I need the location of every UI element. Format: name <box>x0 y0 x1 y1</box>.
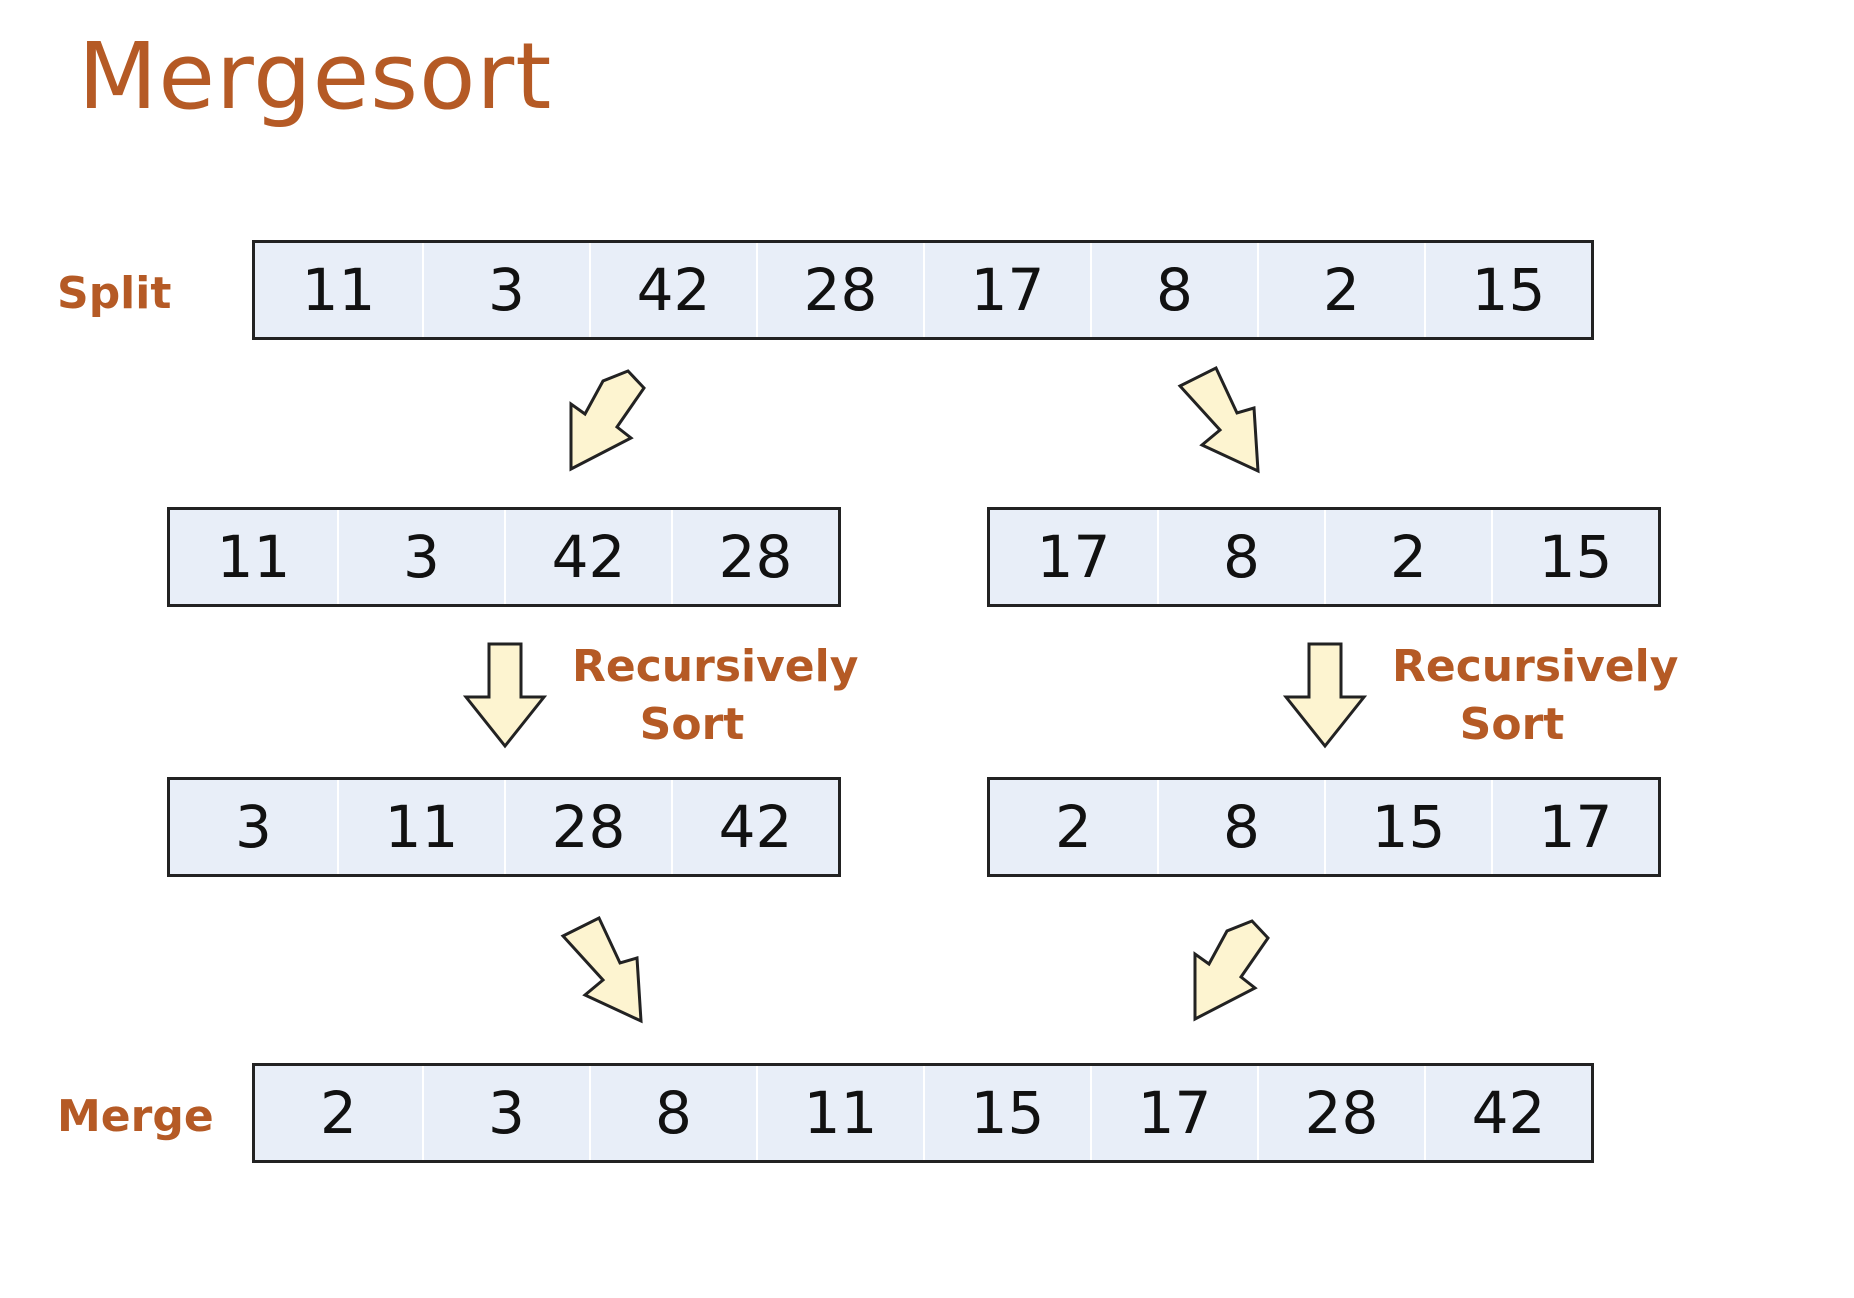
array-cell: 8 <box>589 1066 756 1160</box>
arrow-down-left-icon <box>1193 919 1270 1022</box>
array-cell: 42 <box>671 780 838 874</box>
array-cell: 42 <box>504 510 671 604</box>
merged-array: 2 3 8 11 15 17 28 42 <box>252 1063 1594 1163</box>
array-cell: 15 <box>1424 243 1591 337</box>
array-cell: 2 <box>320 1079 357 1147</box>
array-cell: 8 <box>1090 243 1257 337</box>
array-cell: 28 <box>671 510 838 604</box>
array-cell: 28 <box>504 780 671 874</box>
sort-label-left: Sort <box>639 699 745 750</box>
arrow-down-right-icon <box>560 915 643 1024</box>
array-cell: 17 <box>1036 523 1111 591</box>
input-array: 11 3 42 28 17 8 2 15 <box>252 240 1594 340</box>
array-cell: 11 <box>756 1066 923 1160</box>
array-cell: 3 <box>235 793 272 861</box>
recursively-label-right: Recursively <box>1392 641 1679 692</box>
array-cell: 42 <box>1424 1066 1591 1160</box>
array-cell: 2 <box>1324 510 1491 604</box>
page-title: Mergesort <box>78 23 553 130</box>
split-label: Split <box>57 268 172 319</box>
array-cell: 17 <box>1491 780 1658 874</box>
sort-label-right: Sort <box>1459 699 1565 750</box>
array-cell: 28 <box>756 243 923 337</box>
arrow-down-icon <box>462 642 548 749</box>
arrow-down-icon <box>1282 642 1368 749</box>
array-cell: 8 <box>1157 510 1324 604</box>
array-cell: 28 <box>1257 1066 1424 1160</box>
array-cell: 15 <box>1491 510 1658 604</box>
array-cell: 3 <box>337 510 504 604</box>
array-cell: 15 <box>923 1066 1090 1160</box>
array-cell: 11 <box>301 256 376 324</box>
right-sorted-array: 2 8 15 17 <box>987 777 1661 877</box>
right-half-array: 17 8 2 15 <box>987 507 1661 607</box>
array-cell: 3 <box>422 243 589 337</box>
array-cell: 3 <box>422 1066 589 1160</box>
array-cell: 2 <box>1257 243 1424 337</box>
arrow-down-left-icon <box>569 369 646 472</box>
array-cell: 17 <box>923 243 1090 337</box>
recursively-label-left: Recursively <box>572 641 859 692</box>
left-half-array: 11 3 42 28 <box>167 507 841 607</box>
array-cell: 2 <box>1055 793 1092 861</box>
array-cell: 15 <box>1324 780 1491 874</box>
array-cell: 8 <box>1157 780 1324 874</box>
merge-label: Merge <box>57 1091 214 1142</box>
arrow-down-right-icon <box>1177 365 1260 474</box>
array-cell: 42 <box>589 243 756 337</box>
array-cell: 11 <box>216 523 291 591</box>
array-cell: 17 <box>1090 1066 1257 1160</box>
array-cell: 11 <box>337 780 504 874</box>
left-sorted-array: 3 11 28 42 <box>167 777 841 877</box>
